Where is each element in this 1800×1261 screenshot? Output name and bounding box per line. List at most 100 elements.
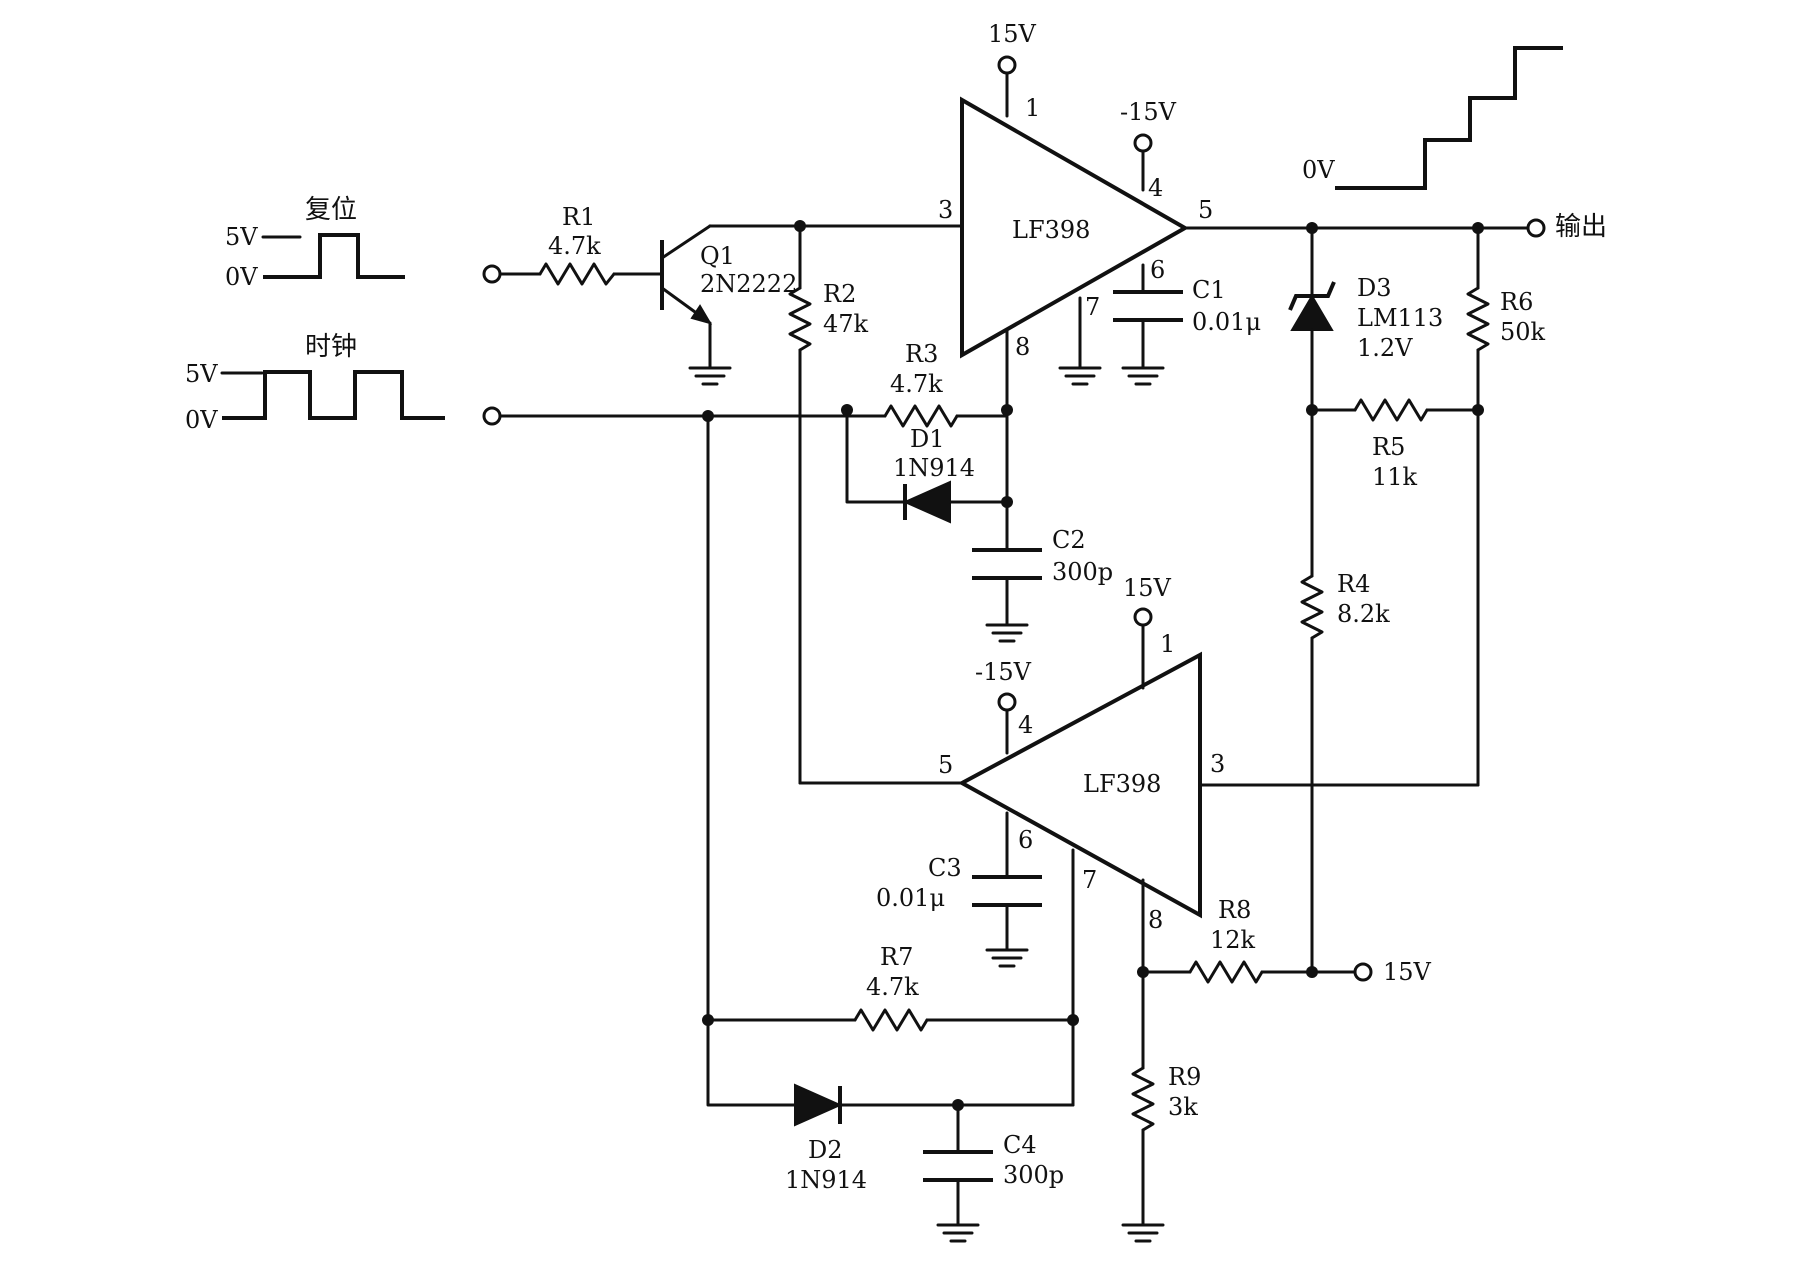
ground-symbol [1121,366,1165,386]
c2-ref: C2 [1052,526,1086,554]
u1-vplus-label: 15V [988,20,1037,48]
u1-pin1: 1 [1025,94,1040,122]
r1-value: 4.7k [548,232,601,260]
resistor-r5: R5 11k [1310,398,1480,491]
capacitor-c1: C1 0.01μ [1113,263,1261,370]
reset-label: 复位 [305,195,357,225]
resistor-r6: R6 50k [1466,226,1546,412]
q1-part: 2N2222 [700,270,797,298]
d2-part: 1N914 [785,1166,867,1194]
r3-ref: R3 [905,340,938,368]
output-terminal [1526,218,1546,238]
u2-pin7: 7 [1082,866,1097,894]
clock-waveform: 时钟 5V 0V [185,332,445,434]
u1-name: LF398 [1012,216,1090,244]
capacitor-c3: C3 0.01μ [876,811,1042,952]
diode-d2: D2 1N914 [706,1018,1075,1194]
clock-input-terminal [482,406,502,426]
u1-vminus-terminal [1133,133,1153,153]
r5-value: 11k [1372,463,1418,491]
r4-value: 8.2k [1337,600,1390,628]
r6-ref: R6 [1500,288,1533,316]
junction-dot [1001,404,1013,416]
c3-ref: C3 [928,854,962,882]
u1-pin5: 5 [1198,196,1213,224]
clock-high-level: 5V [185,360,218,388]
clock-pulse-train [222,370,445,420]
c2-value: 300p [1052,558,1113,586]
u1-pin7: 7 [1085,293,1100,321]
d3-voltage: 1.2V [1357,334,1413,362]
waveform-zero-level: 0V [1302,156,1335,184]
r6-value: 50k [1500,318,1546,346]
u1-vminus-label: -15V [1120,98,1177,126]
reset-waveform: 复位 5V 0V [225,195,405,291]
u2-pin5: 5 [938,751,953,779]
ground-symbol [1058,366,1102,386]
c4-ref: C4 [1003,1131,1037,1159]
ground-symbol [985,623,1029,643]
u2-pin6: 6 [1018,826,1033,854]
u2-vminus-label: -15V [975,658,1032,686]
r8-ref: R8 [1218,896,1251,924]
r8-supply-terminal [1353,962,1373,982]
u1-pin8: 8 [1015,333,1030,361]
u2-vminus-terminal [997,692,1017,712]
c1-ref: C1 [1192,276,1226,304]
opamp-u1-lf398: LF398 3 1 4 5 6 7 8 [938,94,1213,361]
reset-input-terminal [482,264,502,284]
reference-diode-d3: D3 LM113 1.2V [1288,226,1443,412]
u2-vplus-terminal [1133,607,1153,627]
d3-ref: D3 [1357,274,1392,302]
u1-pin3: 3 [938,196,953,224]
output-label: 输出 [1555,212,1607,242]
d3-part: LM113 [1357,304,1443,332]
u1-pin4: 4 [1148,174,1163,202]
u1-pin6: 6 [1150,256,1165,284]
u2-pin1: 1 [1160,630,1175,658]
resistor-r2: R2 47k [788,224,869,785]
r7-value: 4.7k [866,973,919,1001]
r9-ref: R9 [1168,1063,1201,1091]
r5-ref: R5 [1372,433,1405,461]
ground-symbol [688,366,732,386]
opamp-u2-lf398: LF398 3 1 4 5 6 7 8 [938,630,1225,934]
r3-value: 4.7k [890,370,943,398]
r8-value: 12k [1210,926,1256,954]
u1-vplus-terminal [997,55,1017,75]
r2-ref: R2 [823,280,856,308]
r4-ref: R4 [1337,570,1370,598]
r7-ref: R7 [880,943,913,971]
c3-value: 0.01μ [876,884,945,912]
d2-ref: D2 [808,1136,843,1164]
staircase-waveform: 0V [1302,46,1563,190]
d1-part: 1N914 [893,454,975,482]
reset-low-level: 0V [225,263,258,291]
capacitor-c4: C4 300p [923,1103,1064,1227]
ground-symbol [985,948,1029,968]
ground-symbol [936,1223,980,1243]
r2-value: 47k [823,310,869,338]
u2-pin8: 8 [1148,906,1163,934]
resistor-r8: R8 12k [1141,896,1357,984]
resistor-r1: R1 4.7k [498,203,664,286]
r9-value: 3k [1168,1093,1198,1121]
q1-ref: Q1 [700,242,735,270]
u2-pin3: 3 [1210,750,1225,778]
resistor-r7: R7 4.7k [706,943,1075,1032]
d1-ref: D1 [910,425,945,453]
reset-pulse [263,233,405,279]
transistor-q1: Q1 2N2222 [660,224,797,386]
q1-emitter-arrow [690,304,713,325]
diode-d1: D1 1N914 [845,408,1009,524]
r1-ref: R1 [562,203,595,231]
ground-symbol [1121,1223,1165,1243]
resistor-r4: R4 8.2k [1300,408,1390,974]
u2-pin4: 4 [1018,711,1033,739]
u2-vplus-label: 15V [1123,574,1172,602]
reset-high-level: 5V [225,223,258,251]
u2-name: LF398 [1083,770,1161,798]
clock-label: 时钟 [305,332,357,362]
c4-value: 300p [1003,1161,1064,1189]
